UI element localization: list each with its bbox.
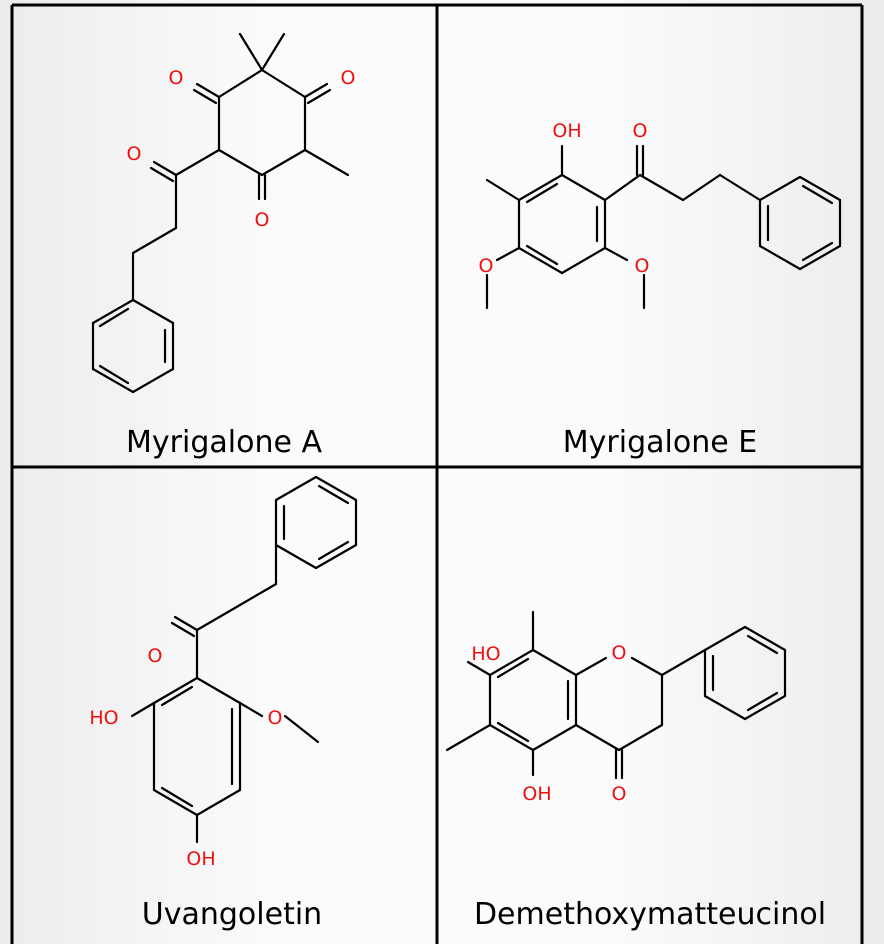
- hydroxyl-label: HO: [471, 643, 500, 665]
- atom-labels: O HO O OH: [89, 645, 282, 870]
- methoxy-oxygen-label: O: [479, 255, 494, 277]
- compound-uvangoletin: O HO O OH Uvangoletin: [89, 475, 358, 932]
- compound-demethoxymatteucinol: HO O OH O Demethoxymatteucinol: [445, 610, 826, 932]
- grid-lines: [10, 3, 864, 944]
- bonds: [445, 610, 787, 780]
- atom-labels: HO O OH O: [471, 642, 626, 805]
- ring-oxygen-label: O: [612, 642, 627, 664]
- compound-name: Uvangoletin: [142, 897, 322, 932]
- bonds: [130, 475, 358, 844]
- methoxy-oxygen-label: O: [635, 255, 650, 277]
- carbonyl-oxygen-label: O: [633, 120, 648, 142]
- atom-labels: OH O O O: [479, 120, 650, 277]
- hydroxyl-label: OH: [552, 120, 581, 142]
- carbonyl-oxygen-label: O: [612, 783, 627, 805]
- compound-name: Myrigalone A: [126, 425, 322, 460]
- atom-labels: O O O O: [127, 67, 356, 231]
- compound-myrigalone-e: OH O O O Myrigalone E: [479, 120, 842, 460]
- carbonyl-oxygen-label: O: [169, 67, 184, 89]
- hydroxyl-label: HO: [89, 707, 118, 729]
- methoxy-oxygen-label: O: [268, 707, 283, 729]
- compound-myrigalone-a: O O O O Myrigalone A: [91, 32, 356, 460]
- carbonyl-oxygen-label: O: [148, 645, 163, 667]
- bonds: [485, 144, 842, 310]
- carbonyl-oxygen-label: O: [255, 209, 270, 231]
- hydroxyl-label: OH: [522, 783, 551, 805]
- carbonyl-oxygen-label: O: [341, 67, 356, 89]
- compound-name: Demethoxymatteucinol: [474, 897, 826, 932]
- bonds: [91, 32, 350, 394]
- compound-name: Myrigalone E: [563, 425, 757, 460]
- hydroxyl-label: OH: [186, 848, 215, 870]
- carbonyl-oxygen-label: O: [127, 143, 142, 165]
